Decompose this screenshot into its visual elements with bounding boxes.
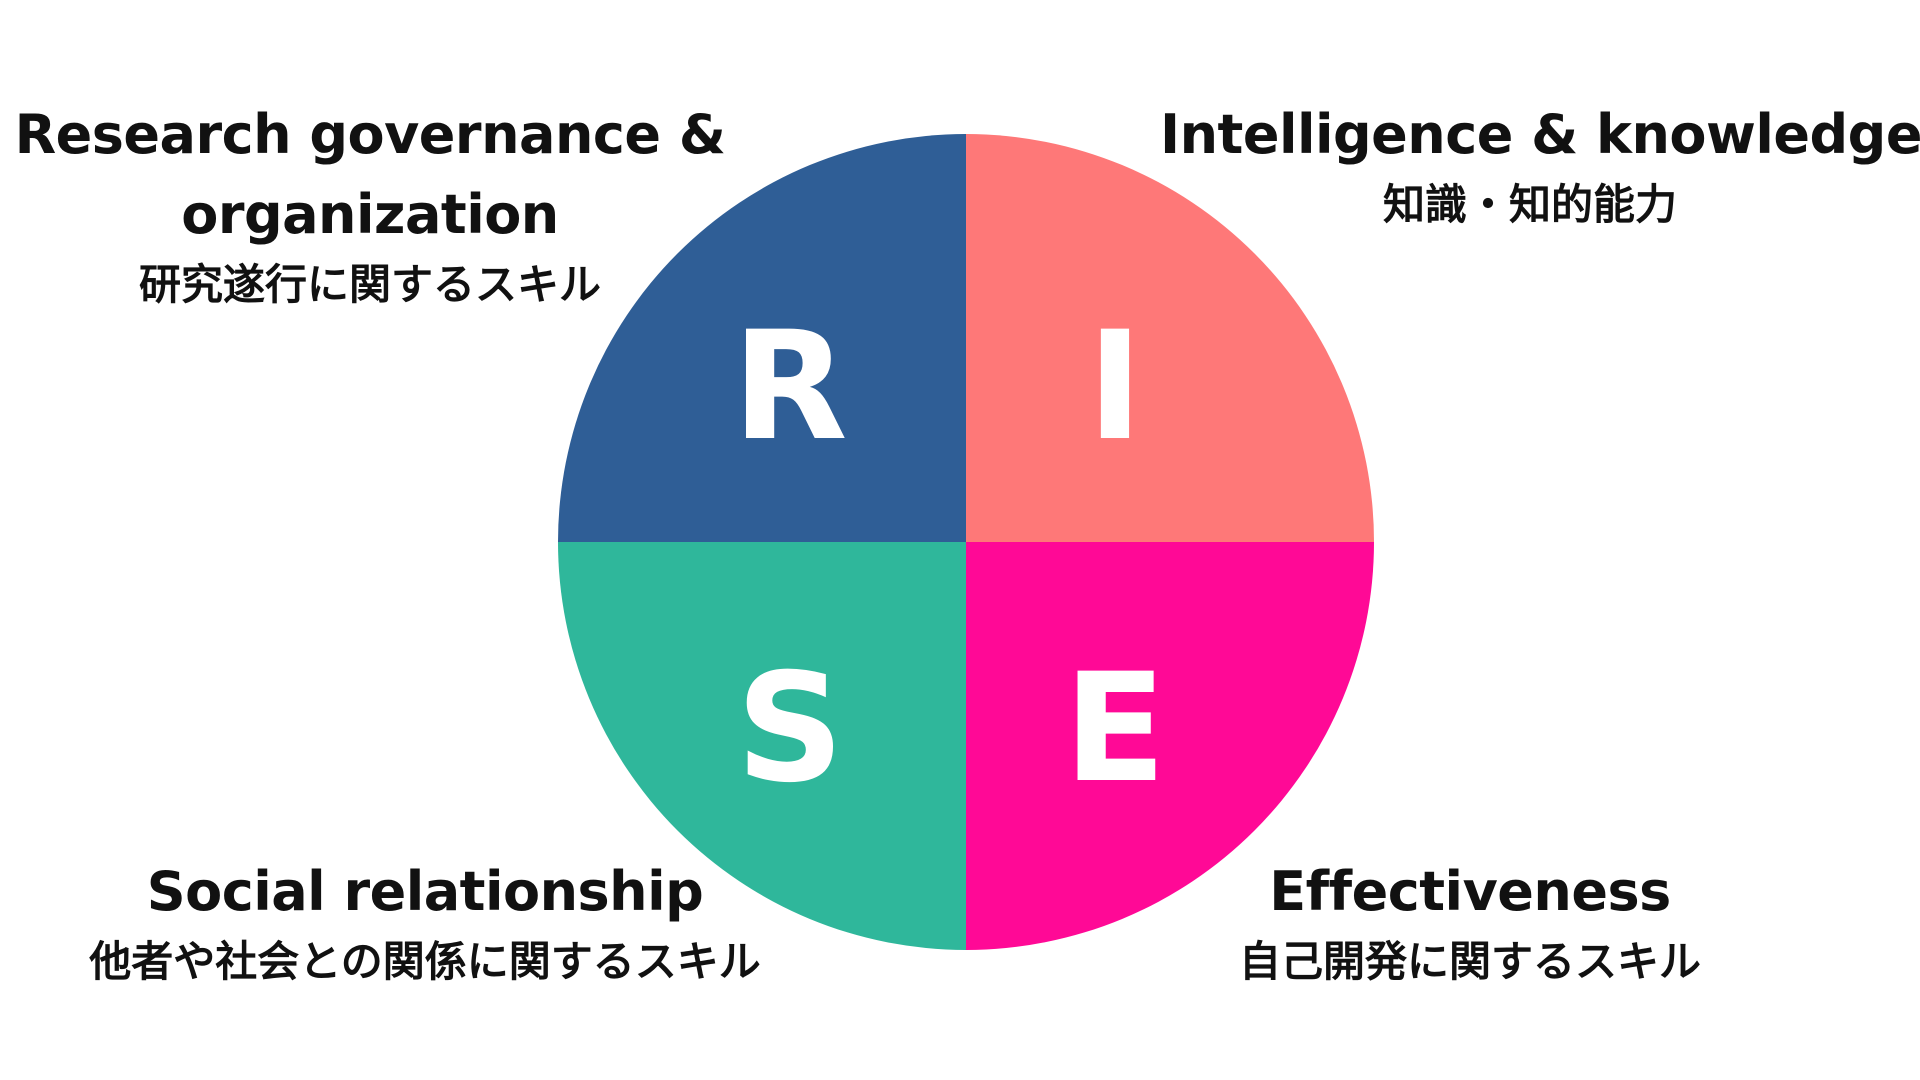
quadrant-i-letter: I — [1087, 300, 1143, 474]
label-r-title-line1: Research governance & — [14, 103, 726, 166]
label-i-subtitle: 知識・知的能力 — [1382, 180, 1677, 229]
label-s-title: Social relationship — [146, 860, 704, 923]
quadrant-r-letter: R — [732, 300, 848, 474]
label-s-subtitle: 他者や社会との関係に関するスキル — [89, 937, 761, 986]
quadrant-e-letter: E — [1064, 642, 1166, 816]
quadrant-s-segment — [558, 542, 966, 950]
label-r-title-line2: organization — [181, 183, 559, 246]
quadrant-e-segment — [966, 542, 1374, 950]
label-e-title: Effectiveness — [1269, 860, 1671, 923]
label-intelligence-knowledge: Intelligence & knowledge 知識・知的能力 — [1160, 95, 1920, 235]
quadrant-r-segment — [558, 134, 966, 542]
quadrant-i-segment — [966, 134, 1374, 542]
label-social-relationship: Social relationship 他者や社会との関係に関するスキル — [30, 852, 820, 992]
label-e-subtitle: 自己開発に関するスキル — [1238, 937, 1701, 986]
label-r-subtitle: 研究遂行に関するスキル — [138, 260, 601, 309]
label-effectiveness: Effectiveness 自己開発に関するスキル — [1200, 852, 1740, 992]
label-research-governance: Research governance & organization 研究遂行に… — [10, 95, 730, 315]
quadrant-s-letter: S — [736, 642, 844, 816]
label-i-title: Intelligence & knowledge — [1160, 103, 1920, 166]
